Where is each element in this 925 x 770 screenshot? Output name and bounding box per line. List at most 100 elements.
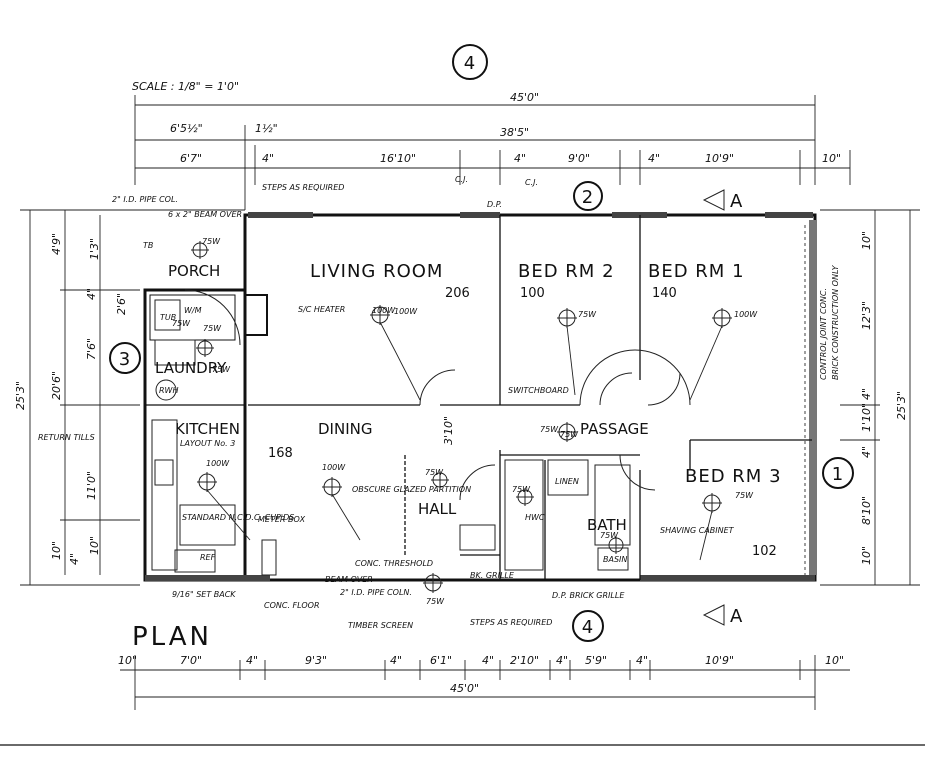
dim-bottom-row: 10" [825, 654, 844, 667]
light-wattage: 75W [212, 365, 231, 374]
room-label-kitchen: KITCHEN [175, 420, 240, 438]
dim-left-inner: 20'6" [50, 371, 63, 400]
note-cj1: C.J. [455, 175, 468, 184]
room-number-kitchen: 168 [268, 446, 293, 461]
light-wattage: 100W [322, 463, 346, 472]
dim-top-row: 9'0" [568, 152, 590, 165]
note-beam-over: 6 x 2" BEAM OVER [168, 210, 242, 219]
dim-right-a: 10" [860, 231, 873, 250]
note-steps-bottom: STEPS AS REQUIRED [470, 618, 552, 627]
dim-bottom-row: 4" [556, 654, 568, 667]
dim-bottom-row: 9'3" [305, 654, 327, 667]
note-meter-box: METER BOX [258, 515, 306, 524]
note-tb: TB [143, 241, 153, 250]
top-dimension-lines [134, 95, 851, 210]
dim-bottom-overall: 45'0" [450, 682, 479, 695]
room-label-bed2: BED RM 2 [518, 261, 615, 282]
note-set-back: 9/16" SET BACK [172, 590, 236, 599]
section-marker-bottom [572, 610, 604, 642]
room-label-bed1: BED RM 1 [648, 261, 745, 282]
light-wattage: 75W [426, 597, 445, 606]
note-rwh: RWH [159, 386, 178, 395]
dim-right-f: 8'10" [860, 496, 873, 525]
note-control-joint: CONTROL JOINT CONC. [819, 288, 828, 380]
dim-bottom-row: 4" [390, 654, 402, 667]
room-label-passage: PASSAGE [580, 420, 649, 438]
note-return-tiles: RETURN TILLS [38, 433, 95, 442]
light-wattage: 75W [560, 430, 579, 439]
dim-left-a: 4'9" [50, 233, 63, 255]
room-labels: LIVING ROOM 206 BED RM 2 100 BED RM 1 14… [155, 261, 782, 559]
note-layout: LAYOUT No. 3 [180, 439, 235, 448]
dim-top-row: 16'10" [380, 152, 416, 165]
note-beam-over-bottom: BEAM OVER [325, 575, 373, 584]
light-wattage: 75W [735, 491, 754, 500]
annotation-notes: STEPS AS REQUIRED 2" I.D. PIPE COL. 6 x … [38, 175, 840, 630]
light-wattage: 75W [578, 310, 597, 319]
note-brick-grille: BK. GRILLE [470, 571, 515, 580]
note-steps-top: STEPS AS REQUIRED [262, 183, 344, 192]
dim-left-g: 2'6" [115, 293, 128, 315]
dim-right-b: 12'3" [860, 301, 873, 330]
room-label-bath: BATH [587, 516, 627, 534]
note-wm: W/M [184, 306, 202, 315]
note-basin: BASIN [603, 555, 627, 564]
dim-hall-width: 3'10" [442, 416, 455, 445]
note-pipe-col-bottom: 2" I.D. PIPE COLN. [340, 588, 412, 597]
note-conc-floor: CONC. FLOOR [264, 601, 320, 610]
side-dimension-lines [20, 209, 920, 586]
dim-left-c: 11'0" [85, 471, 98, 500]
light-wattage: 75W [540, 425, 559, 434]
dim-top-inner: 38'5" [500, 126, 529, 139]
dim-top-row: 6'7" [180, 152, 202, 165]
room-number-living: 206 [445, 286, 470, 301]
note-hwc: HWC [525, 513, 545, 522]
section-marker-bottom-label: 4 [582, 617, 594, 638]
note-tub: TUB [160, 313, 176, 322]
plan-title: PLAN [132, 622, 212, 652]
side-dimension-text: 25'3" 20'6" 4'9" 7'6" 11'0" 10" 4" 10" 2… [14, 231, 908, 565]
section-marker-right [822, 457, 854, 489]
room-label-porch: PORCH [168, 262, 220, 280]
dim-bottom-row: 4" [246, 654, 258, 667]
dim-left-h: 1'3" [88, 238, 101, 260]
note-dp: D.P. [487, 200, 502, 209]
section-marker-right-label: 1 [832, 464, 844, 485]
room-label-bed3: BED RM 3 [685, 466, 782, 487]
room-label-hall: HALL [418, 500, 457, 518]
light-wattage: 75W [172, 319, 191, 328]
linen-cupboard [547, 459, 589, 496]
note-ref: REF [200, 553, 216, 562]
bottom-dimension-lines [120, 655, 850, 710]
section-letter-bottom: A [730, 606, 743, 627]
room-label-linen: LINEN [555, 477, 579, 486]
light-wattage: 100W [206, 459, 230, 468]
dim-top-row: 10'9" [705, 152, 734, 165]
dim-top-porch: 6'5½" [170, 122, 203, 135]
dim-left-b: 7'6" [85, 338, 98, 360]
rwh-tank [155, 379, 177, 401]
section-marker-top [452, 44, 488, 80]
fixtures [0, 189, 925, 746]
dim-top-row: 4" [514, 152, 526, 165]
dim-right-e: 4" [860, 446, 873, 458]
section-marker-left [109, 342, 141, 374]
dim-bottom-row: 4" [636, 654, 648, 667]
light-wattage: 75W [203, 324, 222, 333]
dim-bottom-row: 6'1" [430, 654, 452, 667]
note-obscure-partition: OBSCURE GLAZED PARTITION [352, 485, 471, 494]
section-marker-bed2 [573, 181, 603, 211]
door-swings [184, 289, 691, 501]
light-wattage: 75W [512, 485, 531, 494]
light-wattage: 100W [394, 307, 418, 316]
wattage-labels: 75W 100W 75W 100W 75W 100W 75W 75W 75W 1… [172, 237, 758, 606]
note-shaving-cabinet: SHAVING CABINET [660, 526, 735, 535]
room-number-bed3: 102 [752, 544, 777, 559]
light-wattage: 75W [202, 237, 221, 246]
section-marker-left-label: 3 [119, 349, 131, 370]
section-letter-top: A [730, 191, 743, 212]
dim-bottom-row: 5'9" [585, 654, 607, 667]
note-standard-cupboards: STANDARD N.C.D.C. CUP'DS [182, 513, 294, 522]
note-pipe-col: 2" I.D. PIPE COL. [112, 195, 178, 204]
